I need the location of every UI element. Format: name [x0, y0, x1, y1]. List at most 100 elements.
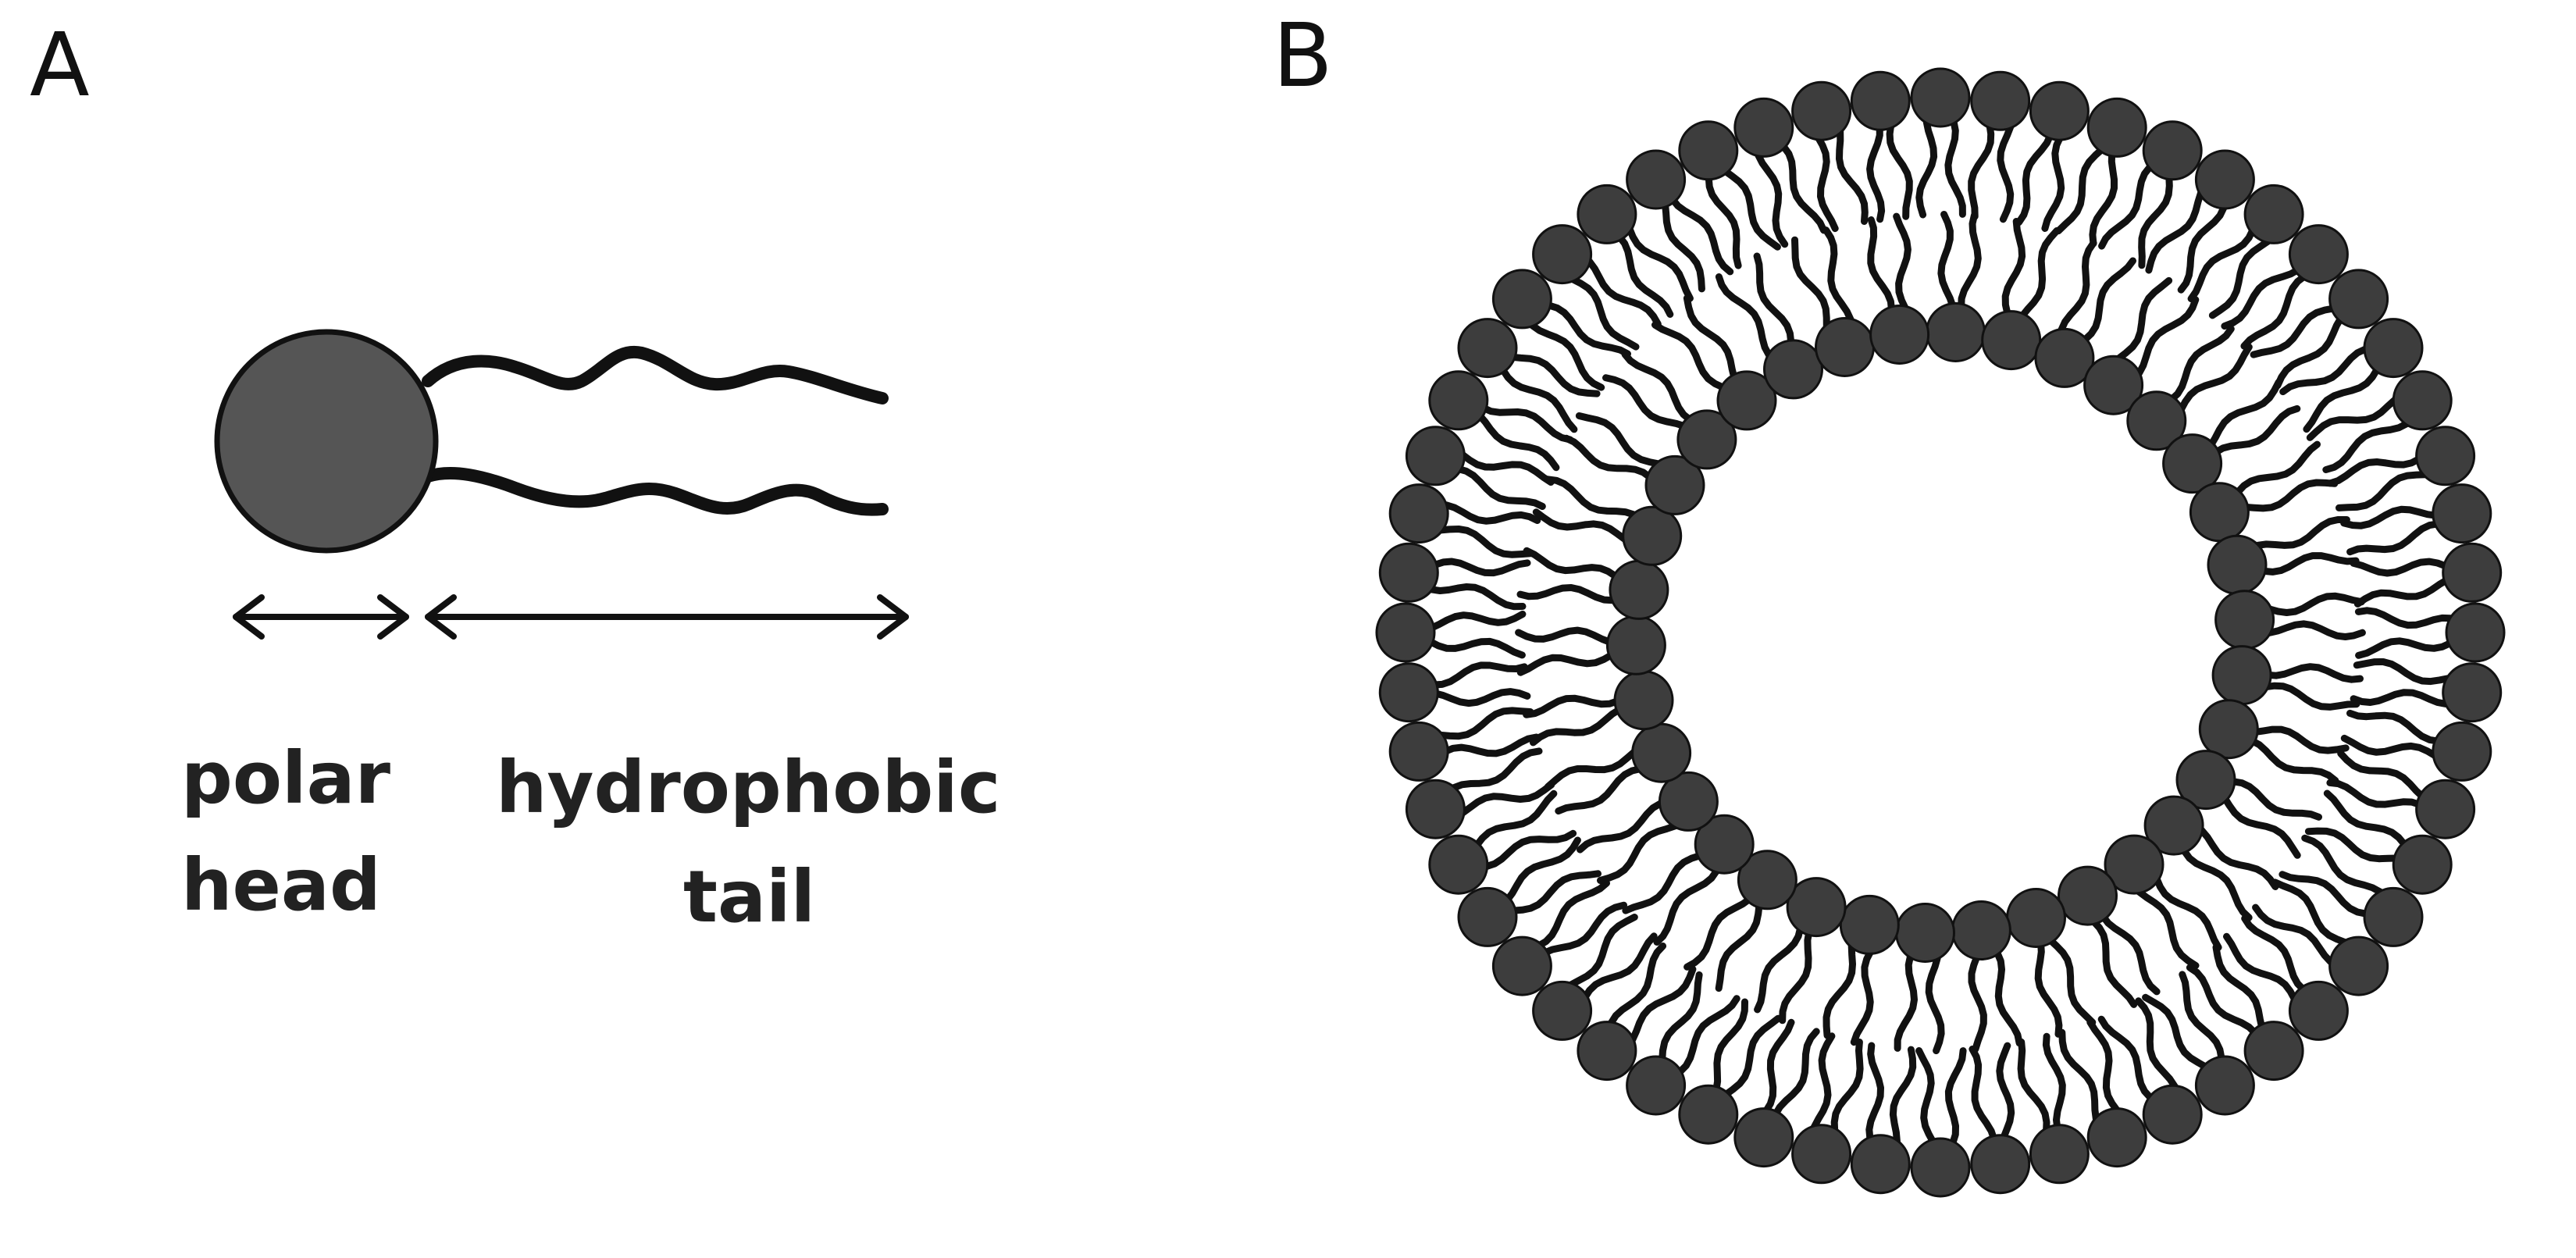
outer-lipid-head: [2142, 1084, 2203, 1145]
tail-length-arrow: [425, 594, 909, 640]
outer-lipid-head: [2029, 1124, 2090, 1185]
inner-lipid-head: [1763, 339, 1823, 400]
outer-lipid-head: [2363, 318, 2424, 379]
inner-lipid-head: [1926, 302, 1986, 362]
hydrophobic-tail-label-line2: tail: [683, 855, 815, 939]
panel-b-letter: B: [1273, 5, 1333, 107]
outer-lipid-head: [2363, 886, 2424, 947]
outer-lipid-head: [1733, 97, 1794, 158]
inner-lipid-head: [1658, 771, 1719, 832]
outer-lipid-head: [1626, 1055, 1687, 1116]
panel-b: B: [1273, 5, 2506, 1198]
head-length-arrow: [233, 594, 409, 640]
inner-lipid-head: [2034, 327, 2095, 388]
outer-lipid-head: [2328, 935, 2389, 996]
inner-lipid-head: [2083, 355, 2144, 415]
inner-lipid-head: [1631, 722, 1692, 783]
outer-lipid-head: [1678, 1084, 1739, 1145]
inner-lipid-head: [1694, 814, 1755, 875]
inner-lipid-head: [1786, 877, 1847, 938]
outer-lipid-head: [1910, 1137, 1971, 1198]
outer-lipid-head: [1378, 542, 1439, 603]
inner-lipid-head: [1981, 310, 2042, 371]
inner-lipid-head: [2189, 482, 2250, 543]
outer-lipid-head: [1970, 70, 2031, 131]
inner-lipid-head: [1676, 409, 1737, 470]
inner-lipid-head: [2104, 834, 2164, 895]
outer-lipid-head: [1388, 721, 1449, 782]
inner-lipid-head: [2175, 750, 2236, 811]
outer-lipid-head: [1791, 80, 1852, 141]
outer-lipid-head: [1428, 370, 1489, 431]
panel-a-letter: A: [30, 15, 90, 116]
outer-lipid-head: [2142, 120, 2203, 181]
inner-lipid-head: [1951, 900, 2011, 960]
inner-lipid-head: [1716, 370, 1777, 431]
inner-lipid-head: [1613, 670, 1674, 731]
outer-lipid-head: [1970, 1134, 2031, 1195]
outer-lipid-head: [2442, 542, 2503, 603]
outer-lipid-head: [1405, 426, 1466, 486]
outer-lipid-head: [2243, 1021, 2304, 1082]
polar-head-label-line2: head: [181, 843, 381, 927]
inner-lipid-head: [2058, 865, 2118, 926]
tail-upper: [422, 345, 889, 404]
outer-lipid-head: [2415, 779, 2476, 839]
phospholipid-molecule: [214, 329, 889, 554]
outer-lipid-head: [1457, 318, 1518, 379]
inner-lipid-head: [2198, 699, 2259, 760]
outer-lipid-head: [2243, 184, 2304, 244]
inner-lipid-head: [2006, 888, 2066, 948]
outer-lipid-head: [2328, 269, 2389, 330]
outer-lipid-head: [2432, 483, 2492, 544]
outer-lipid-head: [1577, 1021, 1637, 1082]
outer-lipid-head: [2194, 1055, 2255, 1116]
inner-lipid-head: [2207, 534, 2268, 595]
outer-lipid-head: [1532, 980, 1593, 1041]
inner-lipid-head: [2162, 433, 2223, 494]
outer-lipid-head: [2086, 97, 2147, 158]
outer-lipid-head: [1378, 662, 1439, 723]
inner-lipid-head: [1609, 559, 1669, 620]
outer-lipid-head: [1791, 1124, 1852, 1185]
outer-lipid-head: [2194, 149, 2255, 210]
outer-lipid-head: [2086, 1107, 2147, 1168]
outer-lipid-head: [1457, 886, 1518, 947]
inner-lipid-head: [2143, 795, 2204, 856]
outer-lipid-head: [1375, 602, 1436, 663]
inner-lipid-head: [2126, 390, 2187, 451]
outer-lipid-head: [2445, 602, 2506, 663]
inner-lipid-head: [1869, 305, 1930, 365]
polar-head-circle: [214, 329, 439, 554]
outer-lipid-head: [2442, 662, 2503, 723]
inner-lipid-head: [1895, 903, 1955, 963]
outer-lipid-head: [1428, 834, 1489, 895]
hydrophobic-tail-label-line1: hydrophobic: [496, 746, 1000, 829]
polar-head-label-line1: polar: [181, 736, 391, 820]
tail-lower: [422, 466, 889, 516]
liposome-bilayer: [1375, 67, 2506, 1198]
outer-lipid-head: [1405, 779, 1466, 839]
outer-lipid-head: [1388, 483, 1449, 544]
outer-lipid-head: [2288, 224, 2349, 285]
inner-lipid-head: [1839, 894, 1900, 955]
inner-lipid-head: [1605, 615, 1666, 675]
outer-lipid-head: [1850, 70, 1911, 131]
outer-lipid-head: [1491, 935, 1552, 996]
outer-lipid-head: [1491, 269, 1552, 330]
outer-lipid-head: [1850, 1134, 1911, 1195]
panel-a: A polar head hydrophobic tail: [30, 15, 1000, 939]
outer-lipid-head: [1626, 149, 1687, 210]
outer-lipid-head: [2288, 980, 2349, 1041]
inner-lipid-head: [1737, 850, 1797, 911]
outer-lipid-head: [1532, 224, 1593, 285]
inner-lipid-head: [1644, 454, 1705, 515]
outer-lipid-head: [2029, 80, 2090, 141]
inner-lipid-head: [1815, 317, 1875, 377]
outer-lipid-head: [2415, 426, 2476, 486]
outer-lipid-head: [2392, 834, 2453, 895]
outer-lipid-head: [1678, 120, 1739, 181]
inner-lipid-head: [2211, 645, 2272, 706]
inner-lipid-head: [1622, 505, 1683, 566]
